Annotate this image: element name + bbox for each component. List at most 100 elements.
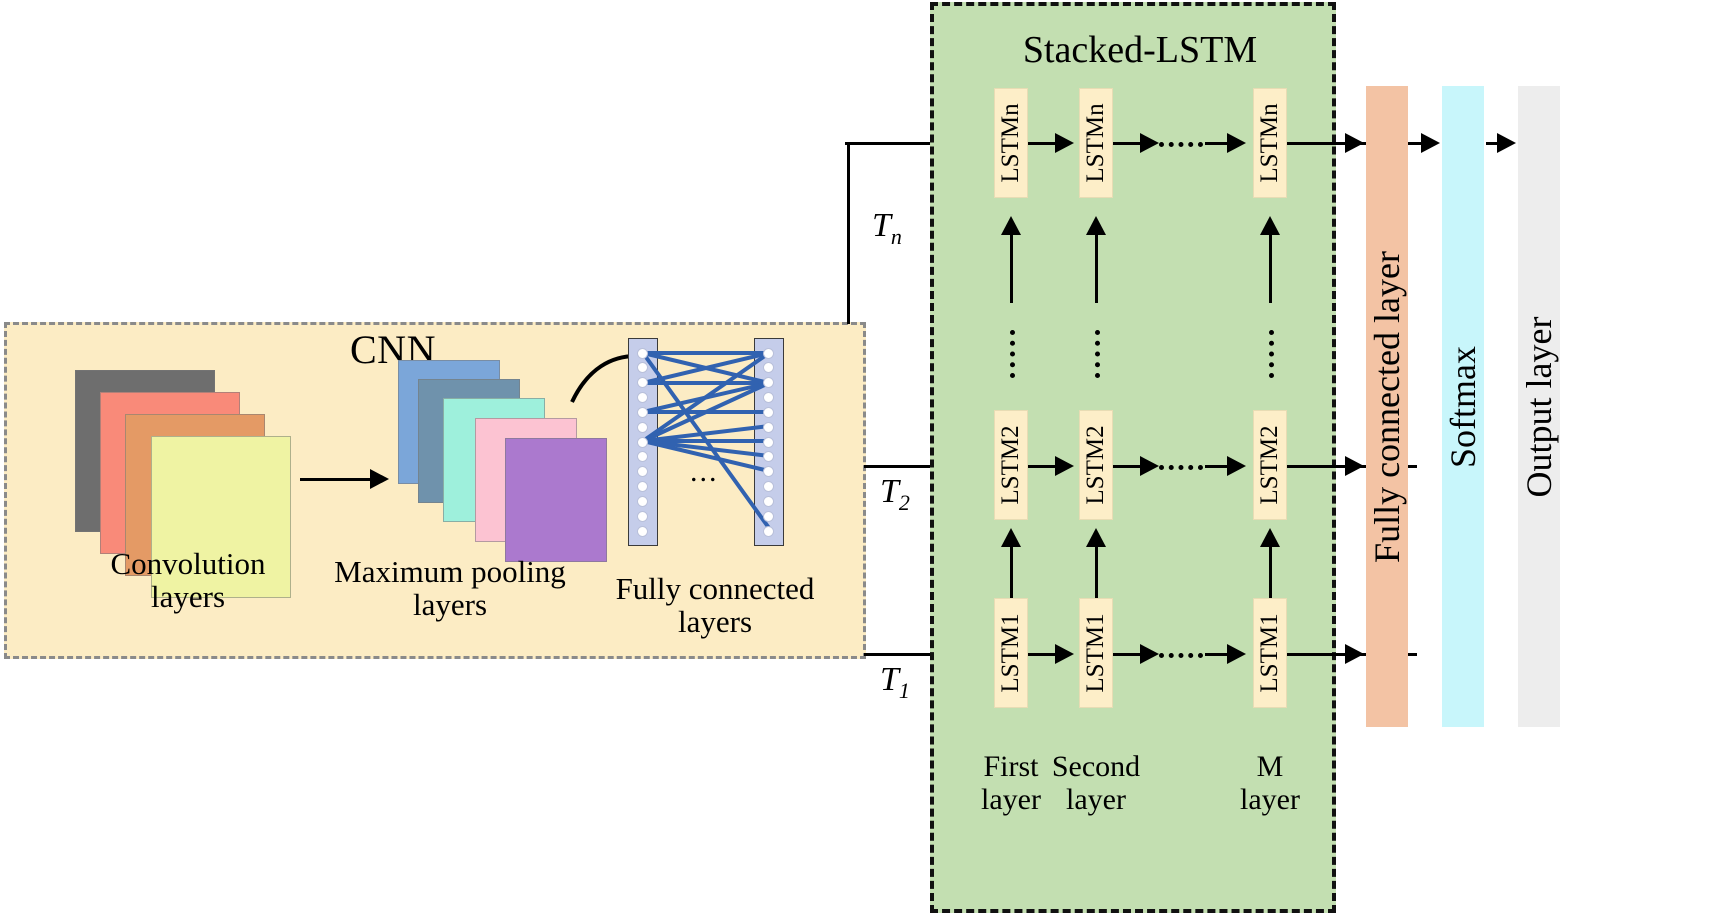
lstm-n-arrow-3 bbox=[1227, 133, 1246, 153]
fc-right-node bbox=[763, 406, 774, 418]
fc-layers-label: Fully connected layers bbox=[585, 572, 845, 639]
convolution-layers-stack bbox=[75, 370, 295, 598]
lstm-2-dots bbox=[1159, 465, 1203, 470]
fc-left-node bbox=[637, 525, 648, 537]
lstm-n-link-2 bbox=[1113, 142, 1143, 145]
tn-base: T bbox=[872, 207, 891, 244]
pooling-label-line1: Maximum pooling bbox=[334, 554, 566, 589]
column3-label-line2: layer bbox=[1240, 783, 1300, 816]
fc-right-node bbox=[763, 451, 774, 463]
col2-v-dots bbox=[1095, 330, 1100, 378]
lstm-cell-1-1: LSTM1 bbox=[994, 598, 1028, 708]
fc-right-node bbox=[763, 392, 774, 403]
lstm-column-label-second: Second layer bbox=[1041, 750, 1151, 816]
lstm-column-label-first: First layer bbox=[956, 750, 1066, 816]
lstm-n-link-1 bbox=[1028, 142, 1058, 145]
lstm-n-out-arrow bbox=[1345, 133, 1364, 153]
lstm-cell-1-2: LSTM1 bbox=[1079, 598, 1113, 708]
col1-v-arrow-high bbox=[1001, 216, 1021, 235]
lstm-cell-2-2: LSTM2 bbox=[1079, 410, 1113, 520]
arrow-conv-to-pool-head bbox=[370, 469, 389, 489]
fc-left-node bbox=[637, 510, 648, 522]
col1-v-up-low bbox=[1010, 545, 1013, 598]
lstm-cell-n-1: LSTMn bbox=[994, 88, 1028, 198]
lstm-2-arrow-3 bbox=[1227, 456, 1246, 476]
col3-v-up-low bbox=[1269, 545, 1272, 598]
col3-v-arrow-low bbox=[1260, 528, 1280, 547]
col3-v-arrow-high bbox=[1260, 216, 1280, 235]
fc-right-node bbox=[763, 362, 774, 374]
column1-label-line1: First bbox=[983, 750, 1039, 783]
col2-v-arrow-high bbox=[1086, 216, 1106, 235]
fc-left-node bbox=[637, 481, 648, 492]
fc-left-node bbox=[637, 362, 648, 374]
t2-line bbox=[864, 465, 995, 468]
lstm-cell-n-2-label: LSTMn bbox=[1082, 103, 1109, 183]
fc-ellipsis: ... bbox=[690, 455, 719, 488]
pooling-layers-stack bbox=[398, 360, 638, 562]
arrow-conv-to-pool-line bbox=[300, 478, 372, 481]
col3-v-dots bbox=[1269, 330, 1274, 378]
lstm-cell-2-1-label: LSTM2 bbox=[997, 425, 1024, 505]
stacked-lstm-title: Stacked-LSTM bbox=[1022, 29, 1258, 71]
fully-connected-layer-bar-label: Fully connected layer bbox=[1367, 250, 1407, 563]
lstm-1-link-2 bbox=[1113, 653, 1143, 656]
column2-label-line1: Second bbox=[1051, 750, 1141, 783]
fc-left-node bbox=[637, 421, 648, 433]
lstm-1-link-1 bbox=[1028, 653, 1058, 656]
fc-links bbox=[641, 351, 771, 530]
softmax-bar: Softmax bbox=[1442, 86, 1484, 727]
lstm-cell-2-1: LSTM2 bbox=[994, 410, 1028, 520]
lstm-n-link-3 bbox=[1205, 142, 1231, 145]
tn-line bbox=[845, 142, 995, 145]
fc-label-line1: Fully connected bbox=[615, 571, 815, 606]
fc-mini-network bbox=[628, 338, 798, 546]
col1-v-dots bbox=[1010, 330, 1015, 378]
lstm-2-link-1 bbox=[1028, 465, 1058, 468]
fc-right-node bbox=[763, 481, 774, 492]
lstm-cell-n-1-label: LSTMn bbox=[997, 103, 1024, 183]
convolution-layers-label: Convolution layers bbox=[58, 547, 318, 614]
col2-v-up-high bbox=[1095, 233, 1098, 303]
softmax-to-output-line bbox=[1486, 142, 1502, 145]
fc-left-node bbox=[637, 436, 648, 448]
lstm-1-arrow-1 bbox=[1055, 644, 1074, 664]
col1-v-arrow-low bbox=[1001, 528, 1021, 547]
t1-base: T bbox=[880, 661, 899, 698]
lstm-cell-1-1-label: LSTM1 bbox=[997, 613, 1024, 693]
lstm-1-arrow-2 bbox=[1140, 644, 1159, 664]
fc-right-node bbox=[763, 466, 774, 478]
lstm-cell-2-3-label: LSTM2 bbox=[1256, 425, 1283, 505]
lstm-1-out-arrow bbox=[1345, 644, 1364, 664]
tn-riser bbox=[847, 142, 850, 324]
fc-left-node bbox=[637, 392, 648, 403]
lstm-2-out-arrow bbox=[1345, 456, 1364, 476]
output-layer-bar: Output layer bbox=[1518, 86, 1560, 727]
pooling-layers-label: Maximum pooling layers bbox=[300, 555, 600, 622]
fc-to-softmax-line bbox=[1410, 142, 1426, 145]
t1-line bbox=[864, 653, 995, 656]
softmax-bar-label: Softmax bbox=[1443, 345, 1483, 468]
t1-label: T1 bbox=[880, 661, 910, 704]
t2-sub: 2 bbox=[898, 489, 910, 515]
tn-label: Tn bbox=[872, 207, 902, 250]
lstm-cell-2-3: LSTM2 bbox=[1253, 410, 1287, 520]
fc-left-node bbox=[637, 377, 648, 389]
lstm-2-link-3 bbox=[1205, 465, 1231, 468]
lstm-1-link-3 bbox=[1205, 653, 1231, 656]
convolution-card-4 bbox=[151, 436, 291, 598]
lstm-2-arrow-2 bbox=[1140, 456, 1159, 476]
lstm-column-label-m: M layer bbox=[1215, 750, 1325, 816]
fc-right-node bbox=[763, 510, 774, 522]
lstm-cell-n-3-label: LSTMn bbox=[1256, 103, 1283, 183]
t2-base: T bbox=[880, 473, 899, 510]
fully-connected-layer-bar: Fully connected layer bbox=[1366, 86, 1408, 727]
fc-to-softmax-arrow bbox=[1421, 133, 1440, 153]
lstm-2-arrow-1 bbox=[1055, 456, 1074, 476]
fc-right-node bbox=[763, 347, 774, 359]
t2-label: T2 bbox=[880, 473, 910, 516]
lstm-cell-2-2-label: LSTM2 bbox=[1082, 425, 1109, 505]
col1-v-up-high bbox=[1010, 233, 1013, 303]
fc-label-line2: layers bbox=[677, 604, 753, 640]
